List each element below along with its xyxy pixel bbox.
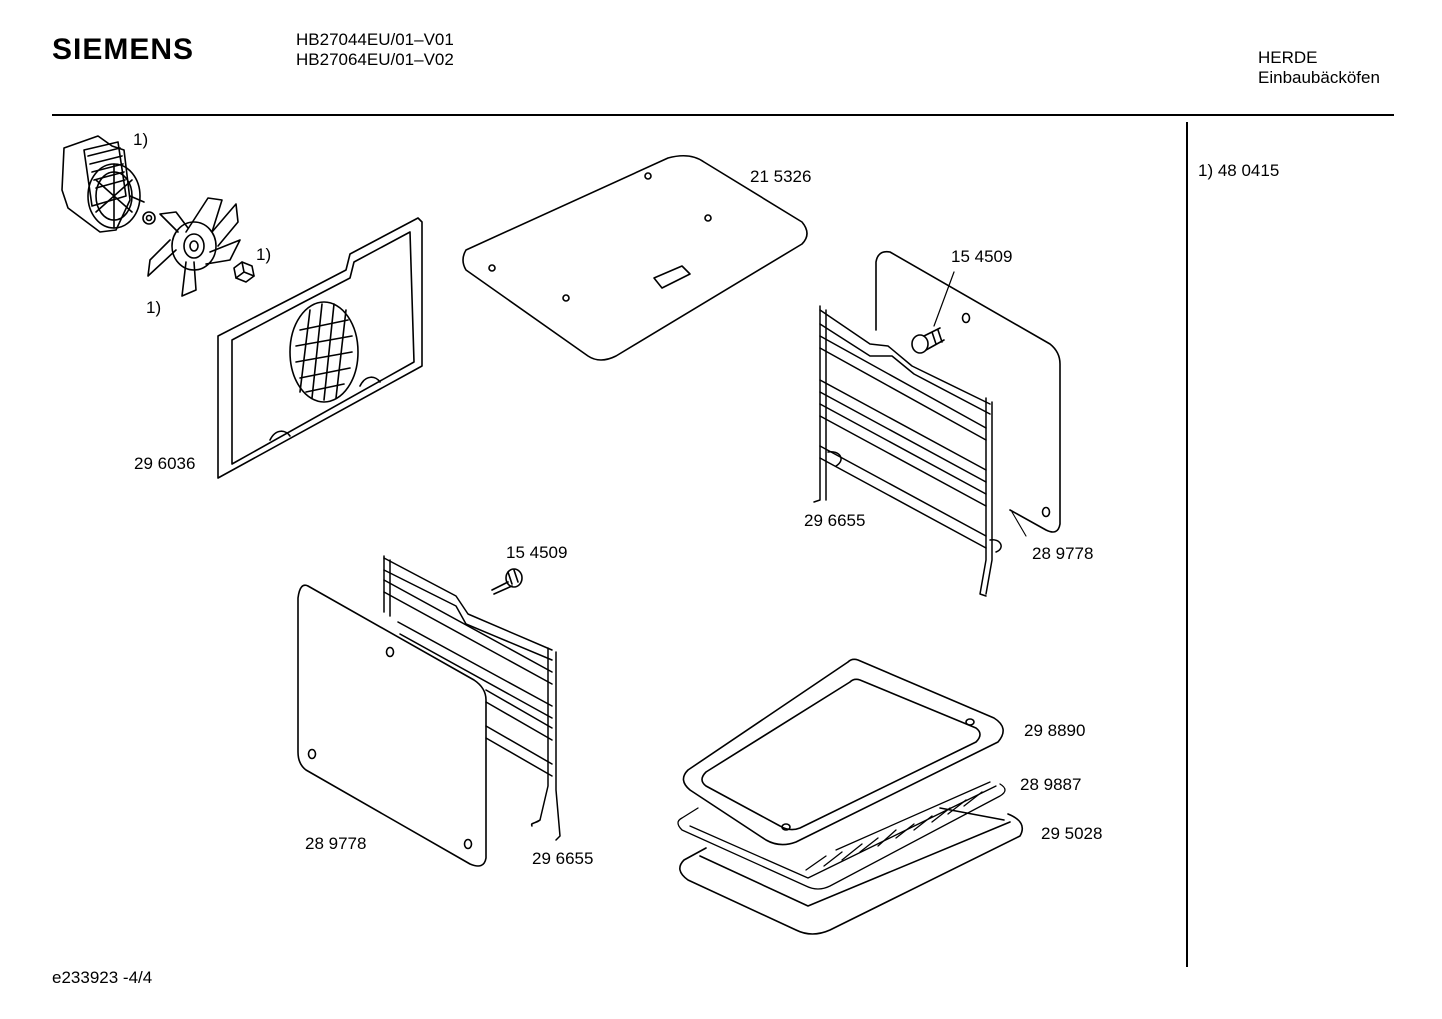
side-panel-right-label: 28 9778 bbox=[1032, 544, 1094, 563]
side-panel-left-label: 28 9778 bbox=[305, 834, 367, 853]
rail-right-drawing[interactable] bbox=[814, 306, 1001, 596]
screw-left-label: 15 4509 bbox=[506, 543, 568, 562]
rail-left-drawing[interactable] bbox=[384, 556, 560, 840]
side-panel-right-drawing[interactable] bbox=[876, 252, 1060, 532]
universal-pan-drawing[interactable] bbox=[680, 808, 1022, 934]
sidebar-divider bbox=[1186, 122, 1188, 967]
top-panel-drawing[interactable] bbox=[463, 156, 807, 360]
category-sub: Einbaubäcköfen bbox=[1258, 68, 1380, 87]
model-numbers: HB27044EU/01–V01 HB27064EU/01–V02 bbox=[296, 30, 454, 70]
back-panel-drawing[interactable] bbox=[218, 218, 422, 478]
back-panel-label: 29 6036 bbox=[134, 454, 196, 473]
rail-left-label: 29 6655 bbox=[532, 849, 594, 868]
fan-motor-label: 1) bbox=[133, 130, 149, 149]
rail-right-label: 29 6655 bbox=[804, 511, 866, 530]
fan-blade-drawing[interactable] bbox=[148, 198, 240, 296]
screw-right-label: 15 4509 bbox=[951, 247, 1013, 266]
model-number-2: HB27064EU/01–V02 bbox=[296, 50, 454, 69]
baking-tray-drawing[interactable] bbox=[683, 659, 1003, 844]
brand-logo: SIEMENS bbox=[52, 33, 195, 66]
category-label: HERDE Einbaubäcköfen bbox=[1258, 48, 1380, 88]
grill-rack-drawing[interactable] bbox=[678, 782, 1005, 889]
drawing-id: e233923 -4/4 bbox=[52, 968, 153, 987]
baking-tray-label: 29 8890 bbox=[1024, 721, 1086, 740]
fan-blade-label: 1) bbox=[146, 298, 162, 317]
category-main: HERDE bbox=[1258, 48, 1318, 67]
fan-nut-drawing[interactable] bbox=[234, 262, 254, 282]
top-panel-label: 21 5326 bbox=[750, 167, 812, 186]
footnote-part: 1) 48 0415 bbox=[1198, 161, 1280, 180]
screw-left-drawing[interactable] bbox=[492, 569, 522, 594]
universal-pan-label: 29 5028 bbox=[1041, 824, 1103, 843]
model-number-1: HB27044EU/01–V01 bbox=[296, 30, 454, 49]
grill-rack-label: 28 9887 bbox=[1020, 775, 1082, 794]
fan-motor-drawing[interactable] bbox=[62, 136, 155, 232]
side-panel-left-drawing[interactable] bbox=[298, 585, 486, 866]
fan-nut-label: 1) bbox=[256, 245, 272, 264]
leader-lines bbox=[1012, 512, 1026, 536]
screw-right-drawing[interactable] bbox=[912, 272, 954, 353]
header-divider bbox=[52, 114, 1394, 116]
